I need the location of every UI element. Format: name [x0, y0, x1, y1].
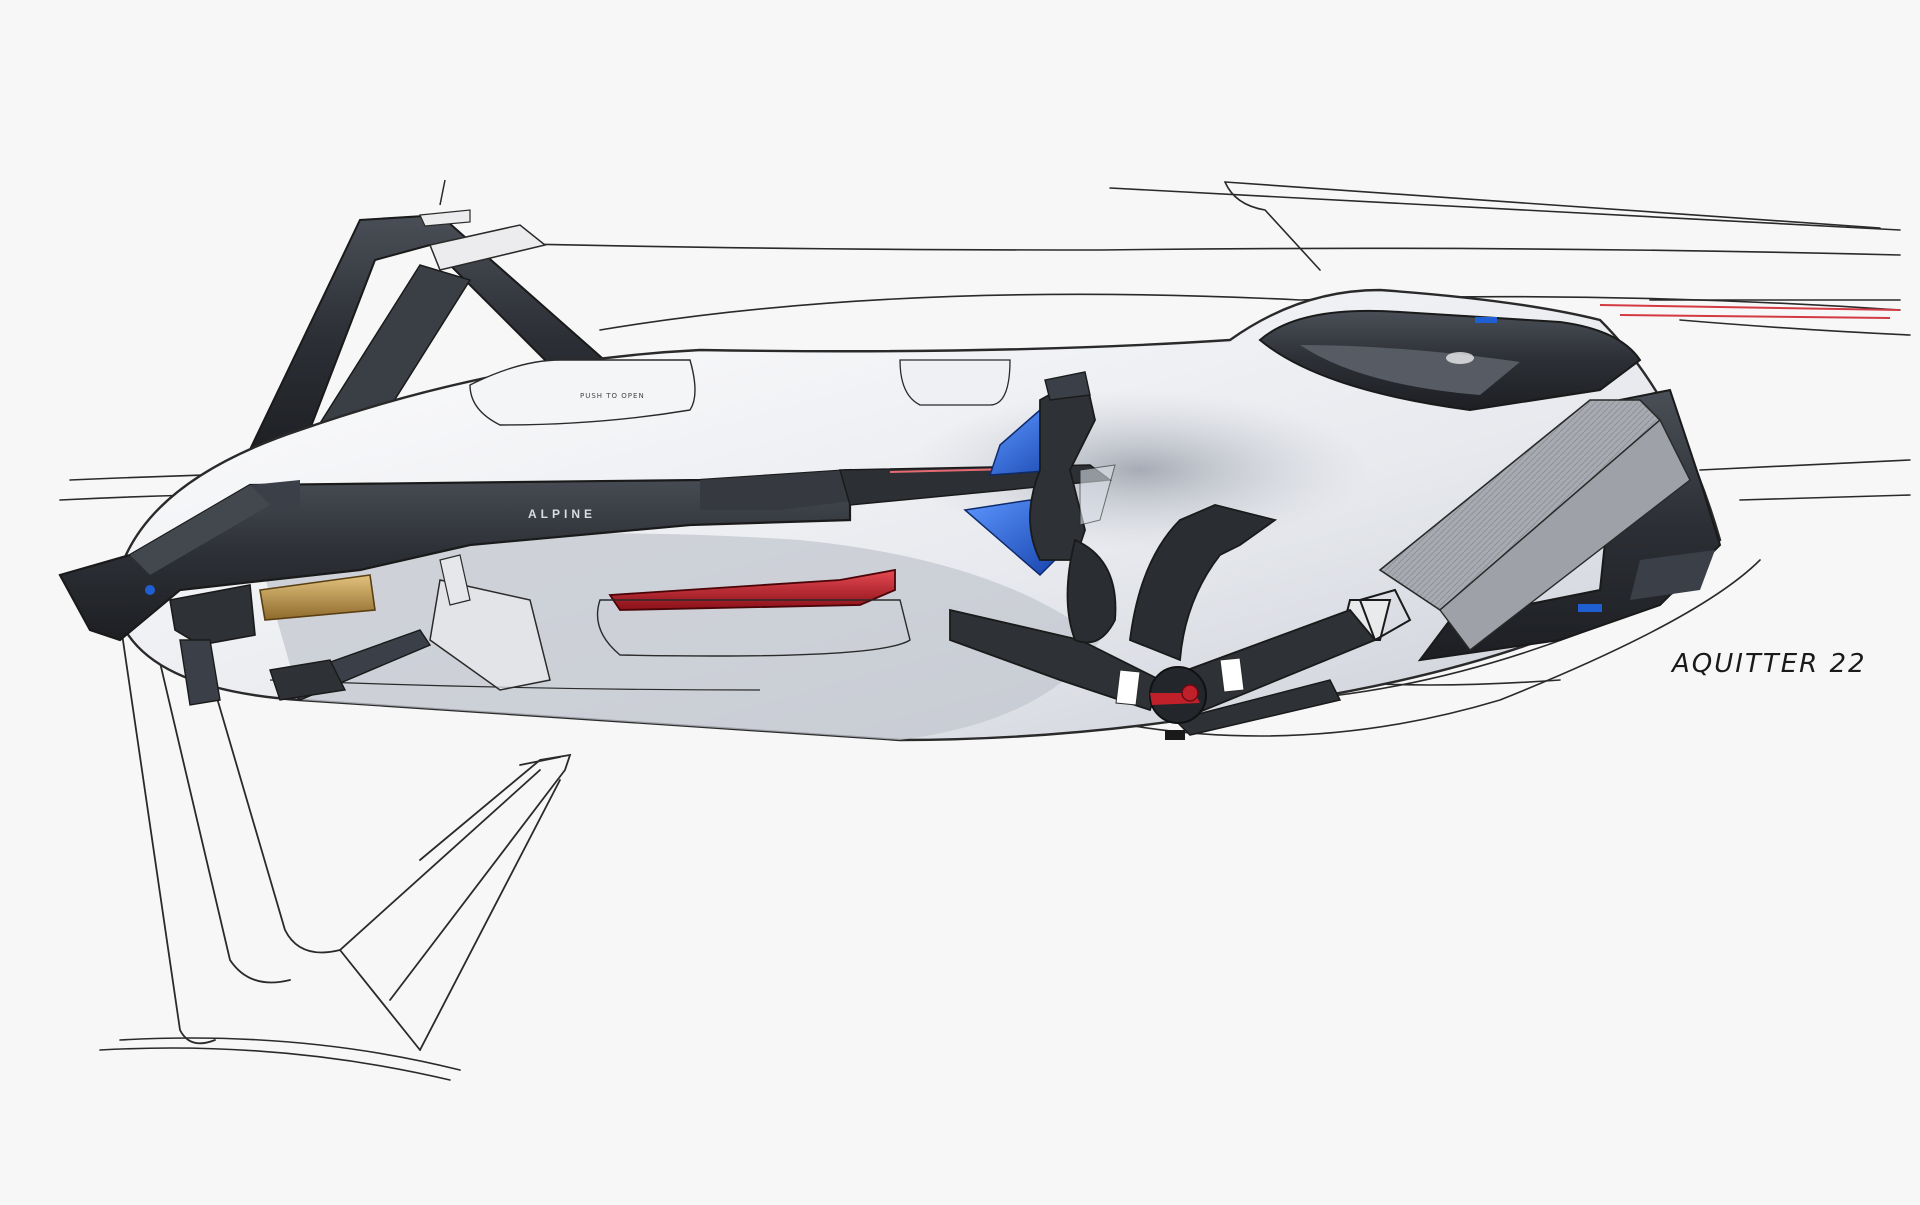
- shoulder-belts: [1338, 399, 1691, 651]
- pedal-box: [169, 554, 551, 706]
- lower-strut-sketch: [119, 619, 572, 1051]
- red-console-light: [596, 568, 911, 657]
- roll-hoop: [243, 179, 613, 462]
- artist-signature: AQUITTER 22: [1670, 649, 1867, 679]
- red-accent-lines: [1599, 304, 1901, 319]
- headrest-pod: [1258, 309, 1642, 412]
- steering-wheel: [963, 371, 1117, 644]
- lap-belts: [949, 504, 1377, 740]
- brand-label: ALPINE: [528, 507, 596, 521]
- panel-label: PUSH TO OPEN: [580, 392, 645, 400]
